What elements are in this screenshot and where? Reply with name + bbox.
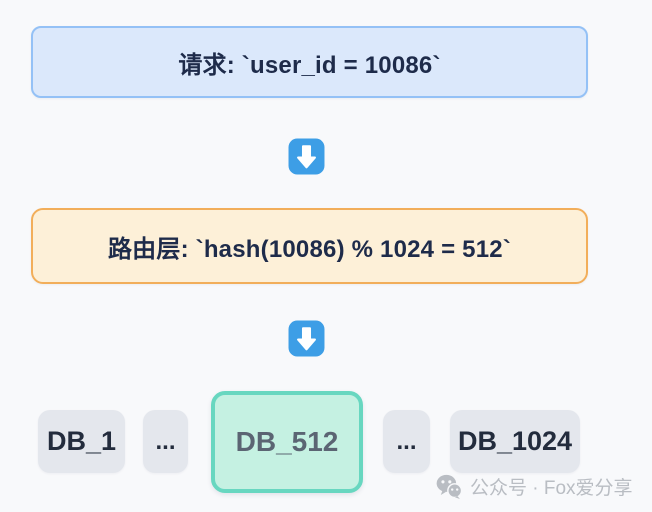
routing-box-label: 路由层: `hash(10086) % 1024 = 512` — [107, 235, 512, 263]
down-arrow-icon — [288, 138, 325, 175]
request-box-label: 请求: `user_id = 10086` — [178, 51, 441, 79]
db-ellipsis-left: ... — [143, 410, 188, 473]
db-node-label: DB_512 — [235, 426, 339, 457]
db-ellipsis-right: ... — [383, 410, 430, 473]
db-node-1024: DB_1024 — [450, 410, 580, 473]
watermark-text: 公众号 · Fox爱分享 — [470, 477, 633, 499]
db-node-512-selected: DB_512 — [211, 391, 363, 493]
wechat-official-account-icon — [436, 474, 463, 499]
routing-box: 路由层: `hash(10086) % 1024 = 512` — [31, 208, 588, 284]
down-arrow-icon — [288, 320, 325, 357]
request-box: 请求: `user_id = 10086` — [31, 26, 588, 98]
watermark: 公众号 · Fox爱分享 — [436, 471, 633, 501]
ellipsis-label: ... — [155, 427, 176, 455]
db-node-label: DB_1 — [46, 426, 117, 456]
db-node-1: DB_1 — [38, 410, 125, 473]
db-node-label: DB_1024 — [457, 426, 573, 456]
ellipsis-label: ... — [396, 427, 417, 455]
